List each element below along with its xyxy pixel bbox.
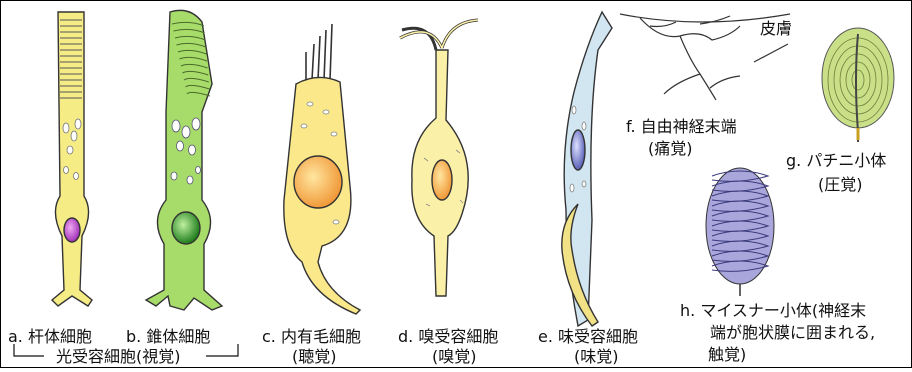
label-e: e. 味受容細胞 [538, 328, 638, 346]
taste-receptor-cell [562, 12, 612, 326]
label-b: b. 錐体細胞 [126, 328, 210, 346]
olfactory-nucleus [432, 160, 452, 200]
label-f-sub: (痛覚) [648, 140, 693, 158]
label-c: c. 内有毛細胞 [262, 328, 361, 346]
rod-cell [52, 12, 92, 306]
rod-nucleus [64, 218, 80, 242]
label-photoreceptor-group: 光受容細胞(視覚) [56, 348, 181, 366]
hair-cell-nucleus [294, 156, 342, 208]
label-d-sub: (嗅覚) [432, 348, 477, 366]
pacinian-corpuscle [822, 28, 894, 142]
label-a: a. 杆体細胞 [8, 328, 92, 346]
label-c-sub: (聴覚) [292, 348, 337, 366]
label-h-line1: h. マイスナー小体(神経末 [680, 302, 866, 320]
meissner-corpuscle [706, 168, 774, 296]
taste-nucleus [571, 130, 585, 170]
label-h-line3: 触覚) [708, 346, 746, 364]
label-e-sub: (味覚) [574, 348, 619, 366]
label-g: g. パチニ小体 [786, 152, 886, 170]
cone-cell [146, 10, 222, 310]
label-d: d. 嗅受容細胞 [398, 328, 498, 346]
label-g-sub: (圧覚) [818, 176, 863, 194]
cone-nucleus [172, 212, 200, 244]
inner-hair-cell [284, 24, 360, 314]
label-f: f. 自由神経末端 [626, 118, 737, 136]
label-h-line2: 端が胞状膜に囲まれる, [710, 324, 875, 342]
label-skin: 皮膚 [760, 20, 792, 38]
olfactory-receptor-cell [400, 20, 478, 296]
